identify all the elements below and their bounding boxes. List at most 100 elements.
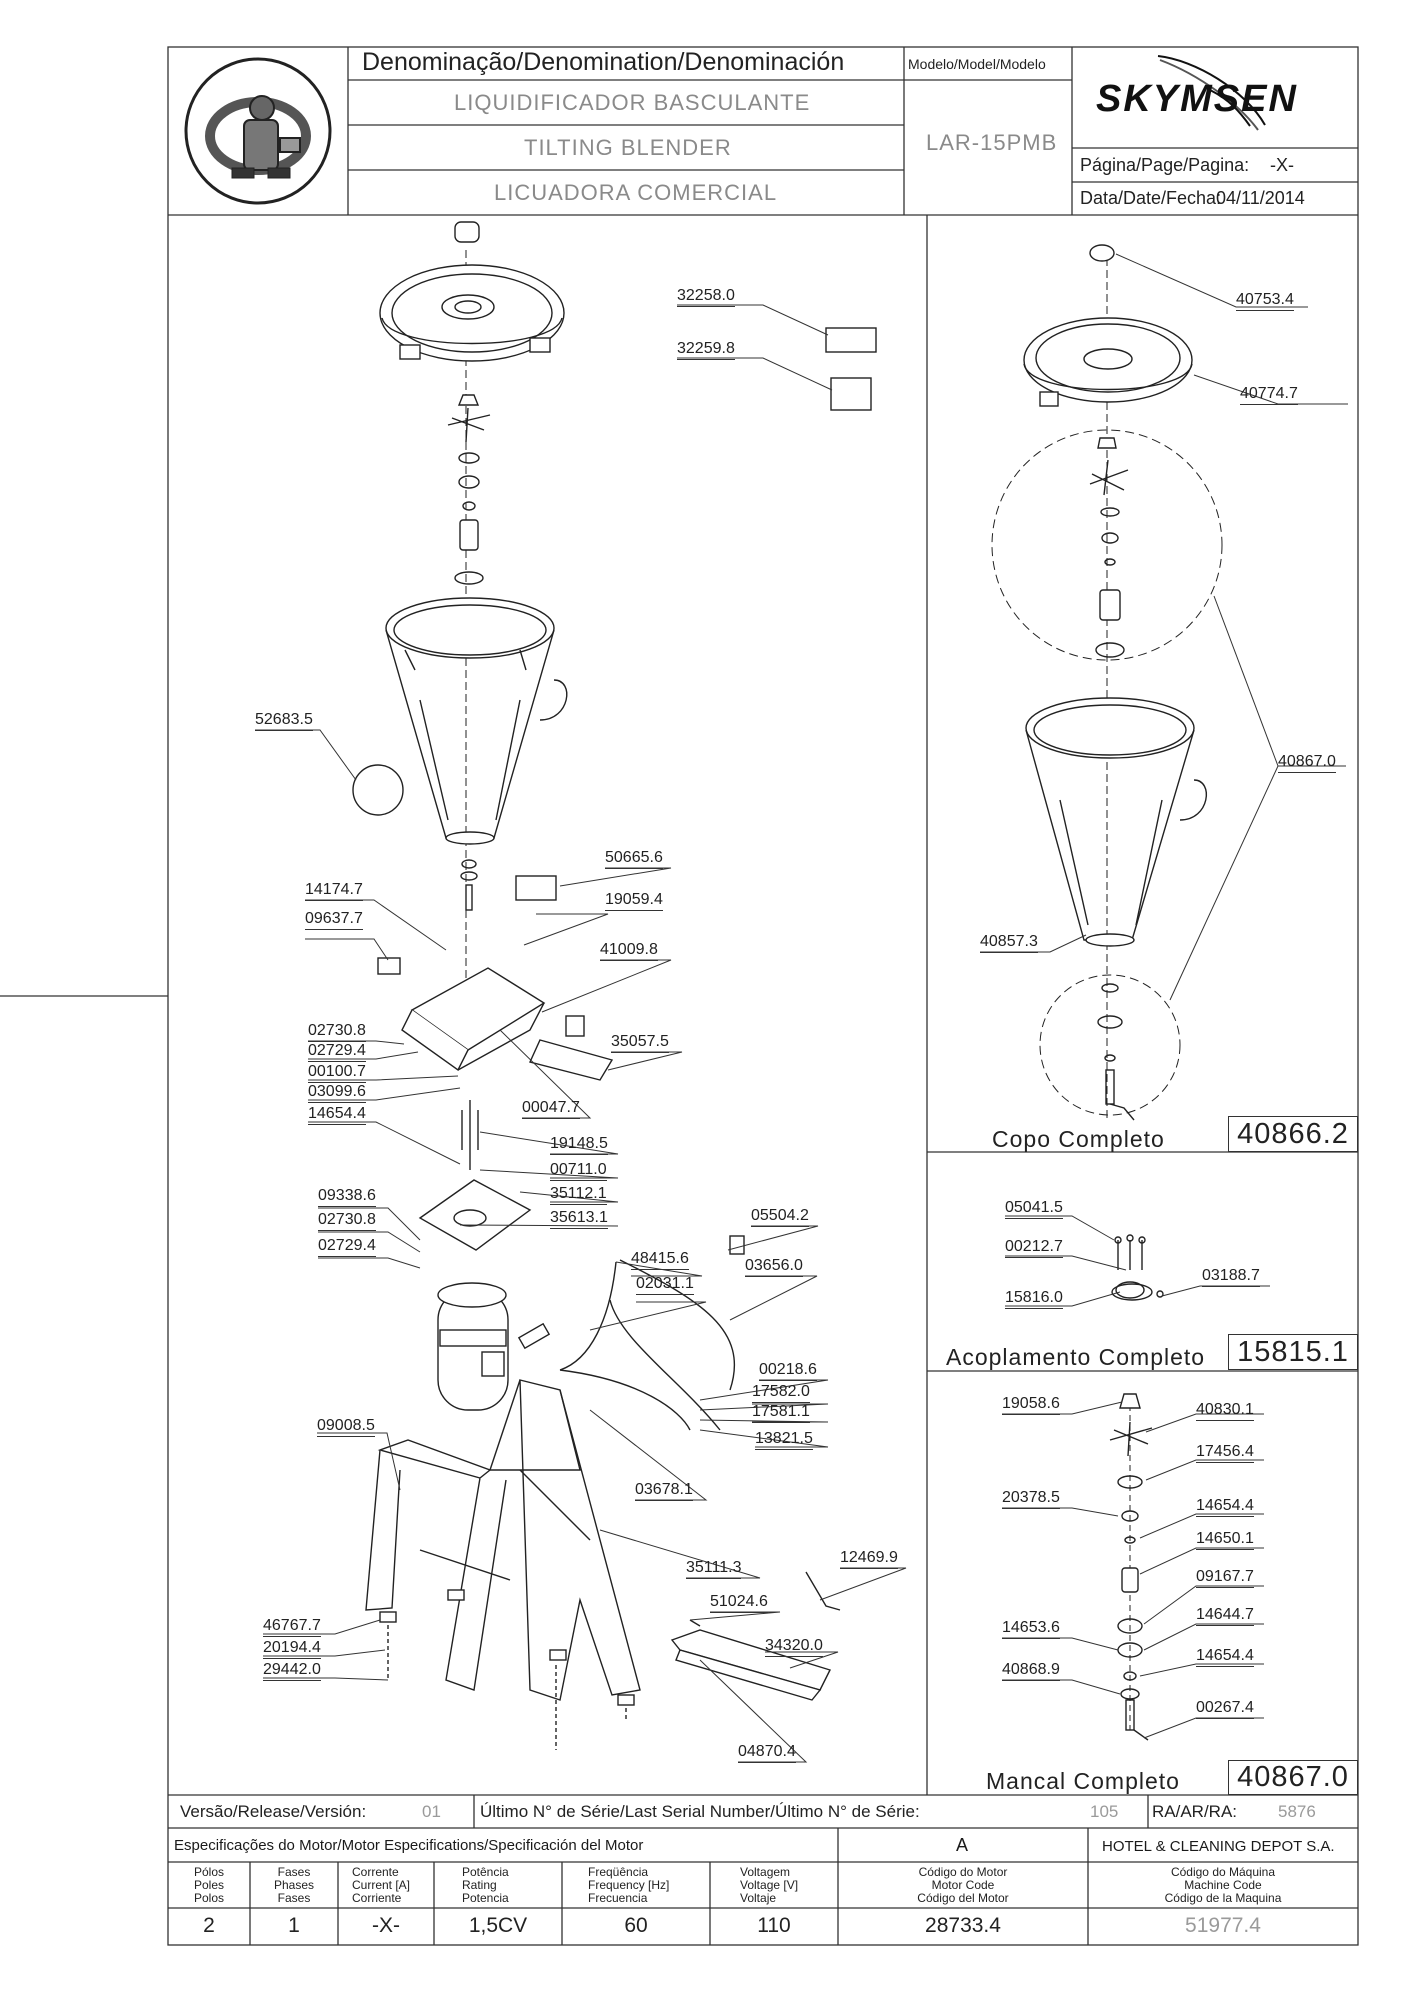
part-number[interactable]: 05041.5 xyxy=(1005,1200,1063,1219)
cup-assembly-caption: Copo Completo xyxy=(992,1126,1165,1152)
spec-value-current: -X- xyxy=(372,1914,400,1937)
spec-value-poles: 2 xyxy=(203,1914,215,1937)
part-number[interactable]: 15816.0 xyxy=(1005,1290,1063,1309)
part-number[interactable]: 46767.7 xyxy=(263,1618,321,1637)
part-number[interactable]: 02729.4 xyxy=(308,1043,366,1062)
part-number[interactable]: 00267.4 xyxy=(1196,1700,1254,1719)
bearing-assembly-drawing xyxy=(1109,1393,1153,1741)
date-value: 04/11/2014 xyxy=(1216,188,1305,208)
part-number[interactable]: 34320.0 xyxy=(765,1638,823,1657)
part-number[interactable]: 00218.6 xyxy=(759,1362,817,1381)
part-number[interactable]: 32259.8 xyxy=(677,341,735,360)
part-number[interactable]: 09338.6 xyxy=(318,1188,376,1207)
part-number[interactable]: 03099.6 xyxy=(308,1084,366,1103)
serial-value: 105 xyxy=(1090,1802,1119,1821)
page-value: -X- xyxy=(1270,155,1294,175)
product-name-en: TILTING BLENDER xyxy=(524,135,732,160)
model-value: LAR-15PMB xyxy=(926,130,1058,155)
cup-assembly-code: 40866.2 xyxy=(1228,1116,1358,1152)
part-number[interactable]: 35112.1 xyxy=(550,1186,607,1205)
page-label: Página/Page/Pagina: xyxy=(1080,155,1250,175)
part-number[interactable]: 05504.2 xyxy=(751,1208,809,1227)
serial-label: Último N° de Série/Last Serial Number/Úl… xyxy=(480,1802,920,1821)
part-number[interactable]: 14174.7 xyxy=(305,882,363,901)
spec-value-rating: 1,5CV xyxy=(468,1914,528,1937)
spec-value-phases: 1 xyxy=(288,1914,300,1937)
part-number[interactable]: 50665.6 xyxy=(605,850,663,869)
part-number[interactable]: 00047.7 xyxy=(522,1100,580,1119)
part-number[interactable]: 35613.1 xyxy=(550,1210,608,1229)
part-number[interactable]: 35057.5 xyxy=(611,1034,669,1053)
spec-value-machine-code: 51977.4 xyxy=(1185,1914,1261,1937)
product-name-es: LICUADORA COMERCIAL xyxy=(494,180,778,205)
part-number[interactable]: 19059.4 xyxy=(605,892,663,911)
customer-name: HOTEL & CLEANING DEPOT S.A. xyxy=(1102,1838,1335,1855)
part-number[interactable]: 19148.5 xyxy=(550,1136,608,1155)
denomination-label: Denominação/Denomination/Denominación xyxy=(362,48,845,76)
part-number[interactable]: 20194.4 xyxy=(263,1640,321,1659)
part-number[interactable]: 29442.0 xyxy=(263,1662,321,1681)
part-number[interactable]: 09637.7 xyxy=(305,911,363,930)
part-number[interactable]: 40857.3 xyxy=(980,934,1038,953)
part-number[interactable]: 14654.4 xyxy=(308,1106,366,1125)
part-number[interactable]: 41009.8 xyxy=(600,942,658,961)
part-number[interactable]: 40830.1 xyxy=(1196,1402,1254,1421)
ra-label: RA/AR/RA: xyxy=(1152,1802,1238,1821)
part-number[interactable]: 09008.5 xyxy=(317,1418,375,1437)
part-number[interactable]: 40774.7 xyxy=(1240,386,1298,405)
part-number[interactable]: 40753.4 xyxy=(1236,292,1294,311)
part-number[interactable]: 14654.4 xyxy=(1196,1498,1254,1517)
part-number[interactable]: 17456.4 xyxy=(1196,1444,1254,1463)
part-number[interactable]: 02031.1 xyxy=(636,1276,694,1295)
coupling-assembly-caption: Acoplamento Completo xyxy=(946,1344,1206,1370)
coupling-assembly-code: 15815.1 xyxy=(1228,1334,1358,1370)
model-label: Modelo/Model/Modelo xyxy=(908,56,1046,72)
part-number[interactable]: 03188.7 xyxy=(1202,1268,1260,1287)
part-number[interactable]: 40868.9 xyxy=(1002,1662,1060,1681)
part-number[interactable]: 04870.4 xyxy=(738,1744,796,1763)
part-number[interactable]: 12469.9 xyxy=(840,1550,898,1569)
spec-value-voltage: 110 xyxy=(757,1914,791,1937)
part-number[interactable]: 17582.0 xyxy=(752,1384,810,1403)
version-value: 01 xyxy=(422,1802,441,1821)
date-label: Data/Date/Fecha: xyxy=(1080,188,1222,208)
part-number[interactable]: 52683.5 xyxy=(255,712,313,731)
part-number[interactable]: 19058.6 xyxy=(1002,1396,1060,1415)
part-number[interactable]: 40867.0 xyxy=(1278,754,1336,773)
part-number[interactable]: 14644.7 xyxy=(1196,1607,1254,1626)
spec-value-motor-code: 28733.4 xyxy=(925,1914,1001,1937)
part-number[interactable]: 02729.4 xyxy=(318,1238,376,1257)
part-number[interactable]: 03656.0 xyxy=(745,1258,803,1277)
part-number[interactable]: 00711.0 xyxy=(550,1162,607,1181)
part-number[interactable]: 14653.6 xyxy=(1002,1620,1060,1639)
part-number[interactable]: 02730.8 xyxy=(308,1023,366,1042)
part-number[interactable]: 02730.8 xyxy=(318,1212,376,1231)
ra-value: 5876 xyxy=(1278,1802,1316,1821)
part-number[interactable]: 00212.7 xyxy=(1005,1239,1063,1258)
part-number[interactable]: 32258.0 xyxy=(677,288,735,307)
motor-revision: A xyxy=(956,1835,969,1855)
part-number[interactable]: 35111.3 xyxy=(686,1560,742,1579)
part-number[interactable]: 48415.6 xyxy=(631,1251,689,1270)
part-number[interactable]: 14654.4 xyxy=(1196,1648,1254,1667)
part-number[interactable]: 00100.7 xyxy=(308,1064,366,1083)
main-leader-lines xyxy=(255,304,907,1763)
motor-spec-label: Especificações do Motor/Motor Especifica… xyxy=(174,1837,644,1854)
authorized-service-seal xyxy=(184,57,332,205)
part-number[interactable]: 09167.7 xyxy=(1196,1569,1254,1588)
part-number[interactable]: 14650.1 xyxy=(1196,1531,1254,1550)
part-number[interactable]: 17581.1 xyxy=(752,1404,810,1423)
skymsen-logo xyxy=(1157,55,1266,131)
version-label: Versão/Release/Versión: xyxy=(180,1802,367,1821)
part-number[interactable]: 20378.5 xyxy=(1002,1490,1060,1509)
part-number[interactable]: 03678.1 xyxy=(635,1482,693,1501)
part-number[interactable]: 13821.5 xyxy=(755,1431,813,1450)
part-number[interactable]: 51024.6 xyxy=(710,1594,768,1613)
spec-value-frequency: 60 xyxy=(624,1914,648,1937)
